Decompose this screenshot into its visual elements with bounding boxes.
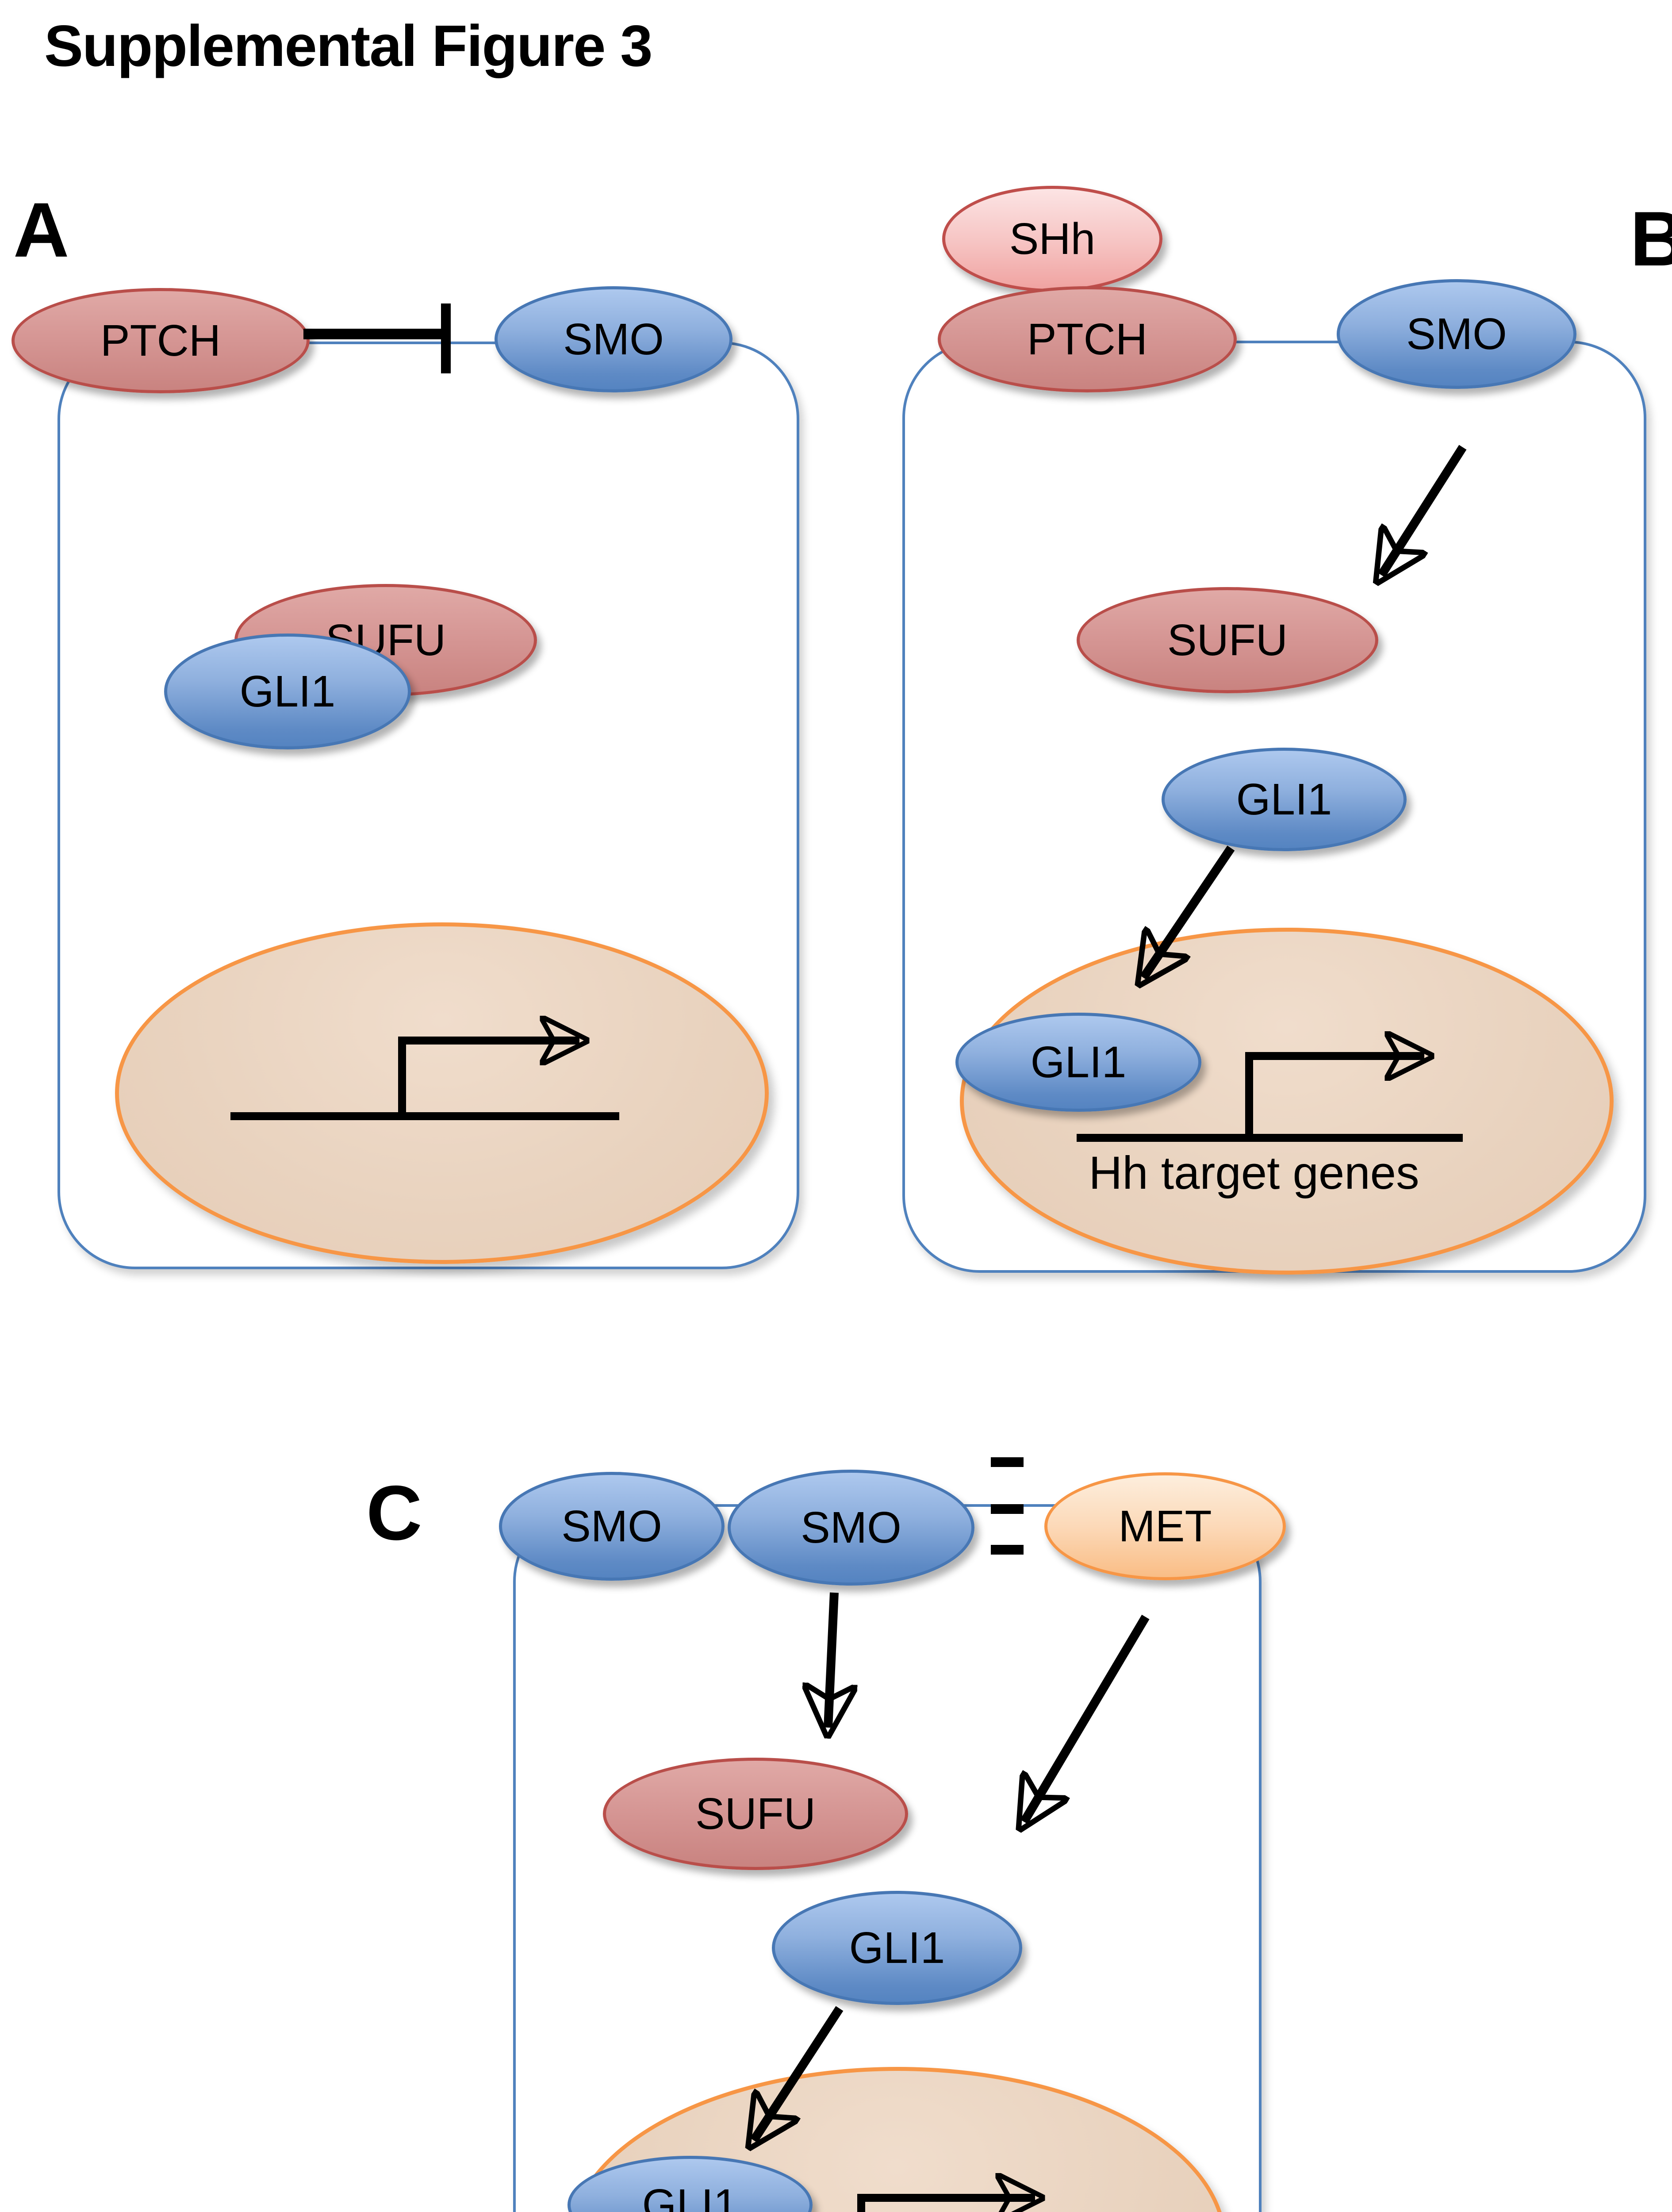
panel-c-label: C xyxy=(366,1470,422,1556)
panel-a-ptch-label: PTCH xyxy=(100,315,221,365)
panel-a-label: A xyxy=(13,187,69,273)
panel-b-smo-oval: SMO xyxy=(1337,279,1576,389)
panel-b-label: B xyxy=(1630,196,1672,282)
panel-c-sufu-label: SUFU xyxy=(695,1789,816,1839)
panel-b-sufu-label: SUFU xyxy=(1167,615,1288,665)
panel-a-nucleus xyxy=(115,922,769,1264)
panel-b-hh-target-genes-label: Hh target genes xyxy=(1089,1147,1419,1199)
panel-b-smo-label: SMO xyxy=(1406,309,1507,359)
panel-a-smo-label: SMO xyxy=(563,314,664,364)
panel-a-gli1-oval: GLI1 xyxy=(164,634,411,749)
panel-c-gli1-nucleus-label: GLI1 xyxy=(642,2180,738,2212)
panel-a-gli1-label: GLI1 xyxy=(239,666,336,716)
panel-b-gli1-nucleus-label: GLI1 xyxy=(1030,1037,1127,1087)
panel-a-ptch-oval: PTCH xyxy=(12,288,310,393)
panel-c-sufu-oval: SUFU xyxy=(603,1758,908,1870)
membrane-dash-1 xyxy=(991,1457,1024,1467)
panel-b-gli1-cytoplasm-label: GLI1 xyxy=(1236,774,1332,824)
panel-b-ptch-label: PTCH xyxy=(1027,314,1148,364)
panel-c-smo-left-label: SMO xyxy=(561,1501,662,1551)
panel-b-shh-oval: SHh xyxy=(942,186,1162,292)
panel-b-gli1-nucleus-oval: GLI1 xyxy=(955,1013,1201,1112)
panel-c-met-oval: MET xyxy=(1044,1472,1286,1580)
panel-b-gli1-cytoplasm-oval: GLI1 xyxy=(1162,748,1407,851)
panel-c-smo-right-oval: SMO xyxy=(728,1470,974,1586)
panel-c-smo-right-label: SMO xyxy=(801,1502,901,1552)
panel-b-shh-label: SHh xyxy=(1009,214,1096,264)
panel-b-sufu-oval: SUFU xyxy=(1077,587,1378,693)
panel-c-smo-left-oval: SMO xyxy=(499,1472,725,1581)
panel-c-gli1-cytoplasm-label: GLI1 xyxy=(849,1923,945,1973)
panel-c-met-label: MET xyxy=(1118,1501,1212,1551)
panel-c-gli1-cytoplasm-oval: GLI1 xyxy=(772,1891,1022,2005)
figure-title: Supplemental Figure 3 xyxy=(44,13,653,78)
panel-a-smo-oval: SMO xyxy=(495,286,732,392)
panel-b-ptch-oval: PTCH xyxy=(938,286,1237,392)
